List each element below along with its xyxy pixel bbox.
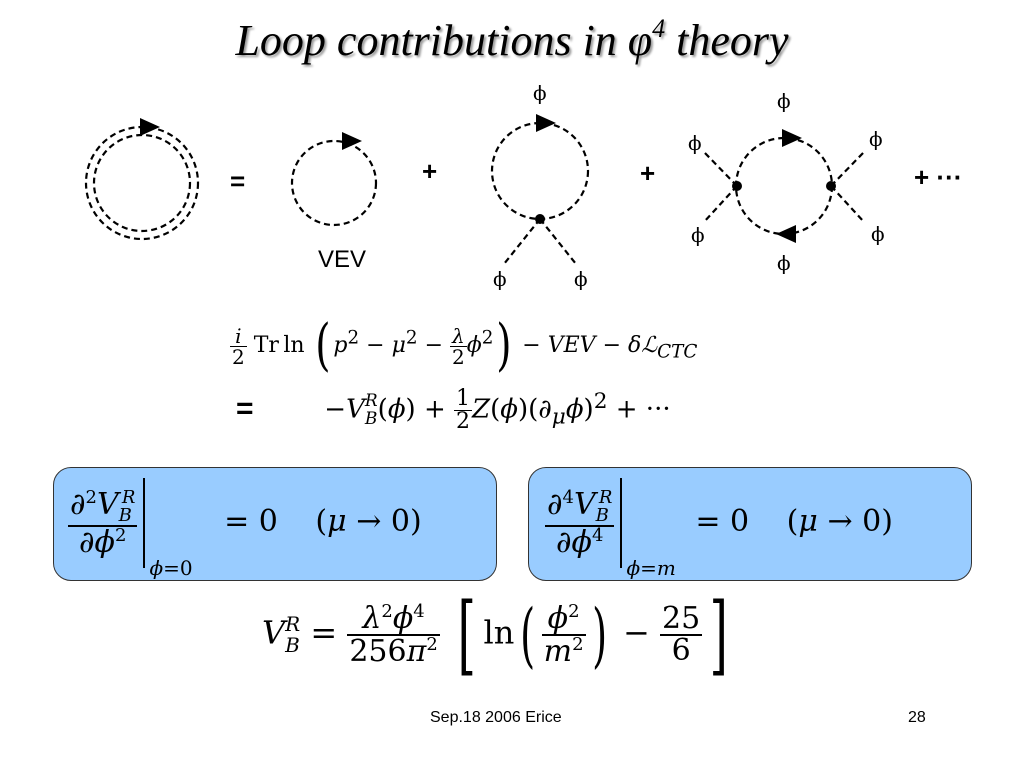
arrow-four-point-top — [782, 129, 802, 147]
full-propagator-inner — [92, 133, 192, 233]
plus-sign-2: + — [640, 158, 655, 188]
title-end: theory — [665, 16, 789, 65]
arrow-four-point-bottom — [776, 225, 796, 243]
plus-ellipsis: + ··· — [914, 162, 962, 192]
feynman-diagrams: = + + + ··· VEV ϕ ϕ ϕ ϕ ϕ ϕ ϕ ϕ ϕ — [84, 81, 962, 291]
two-point-loop — [490, 121, 590, 221]
leg-4pt-lr — [830, 185, 865, 223]
phi-label-4pt-top: ϕ — [777, 89, 791, 113]
vertex-4pt-left — [732, 181, 742, 191]
arrow-two-point-loop — [536, 114, 556, 132]
arrow-vev-loop — [342, 132, 362, 150]
leg-4pt-ur — [830, 151, 865, 187]
phi-label-4pt-ul: ϕ — [688, 131, 702, 155]
full-propagator-outer — [84, 125, 200, 241]
footer-page-number: 28 — [908, 709, 926, 726]
vev-loop — [290, 139, 378, 227]
four-point-loop — [734, 136, 834, 236]
phi-label-4pt-ur: ϕ — [869, 127, 883, 151]
phi-label-4pt-bottom: ϕ — [777, 251, 791, 275]
title-main: Loop contributions in φ — [235, 16, 653, 65]
leg-4pt-ul — [703, 151, 738, 187]
plus-sign-1: + — [422, 156, 437, 186]
footer-event: Sep.18 2006 Erice — [430, 709, 562, 726]
vertex-4pt-right — [826, 181, 836, 191]
condition-box-coupling — [528, 467, 972, 581]
phi-label-4pt-ll: ϕ — [691, 223, 705, 247]
leg-2pt-left — [503, 218, 541, 265]
leg-2pt-right — [539, 218, 577, 265]
arrow-full-propagator — [140, 118, 160, 136]
title-power: 4 — [652, 14, 666, 43]
vev-label: VEV — [318, 246, 366, 273]
phi-label-2pt-left: ϕ — [493, 267, 507, 291]
phi-label-2pt-top: ϕ — [533, 81, 547, 105]
condition-box-mass — [53, 467, 497, 581]
phi-label-2pt-right: ϕ — [574, 267, 588, 291]
leg-4pt-ll — [703, 185, 738, 223]
equals-sign: = — [230, 166, 245, 196]
phi-label-4pt-lr: ϕ — [871, 222, 885, 246]
vertex-2pt — [535, 214, 545, 224]
slide-title: Loop contributions in φ4 theory — [0, 14, 1024, 66]
